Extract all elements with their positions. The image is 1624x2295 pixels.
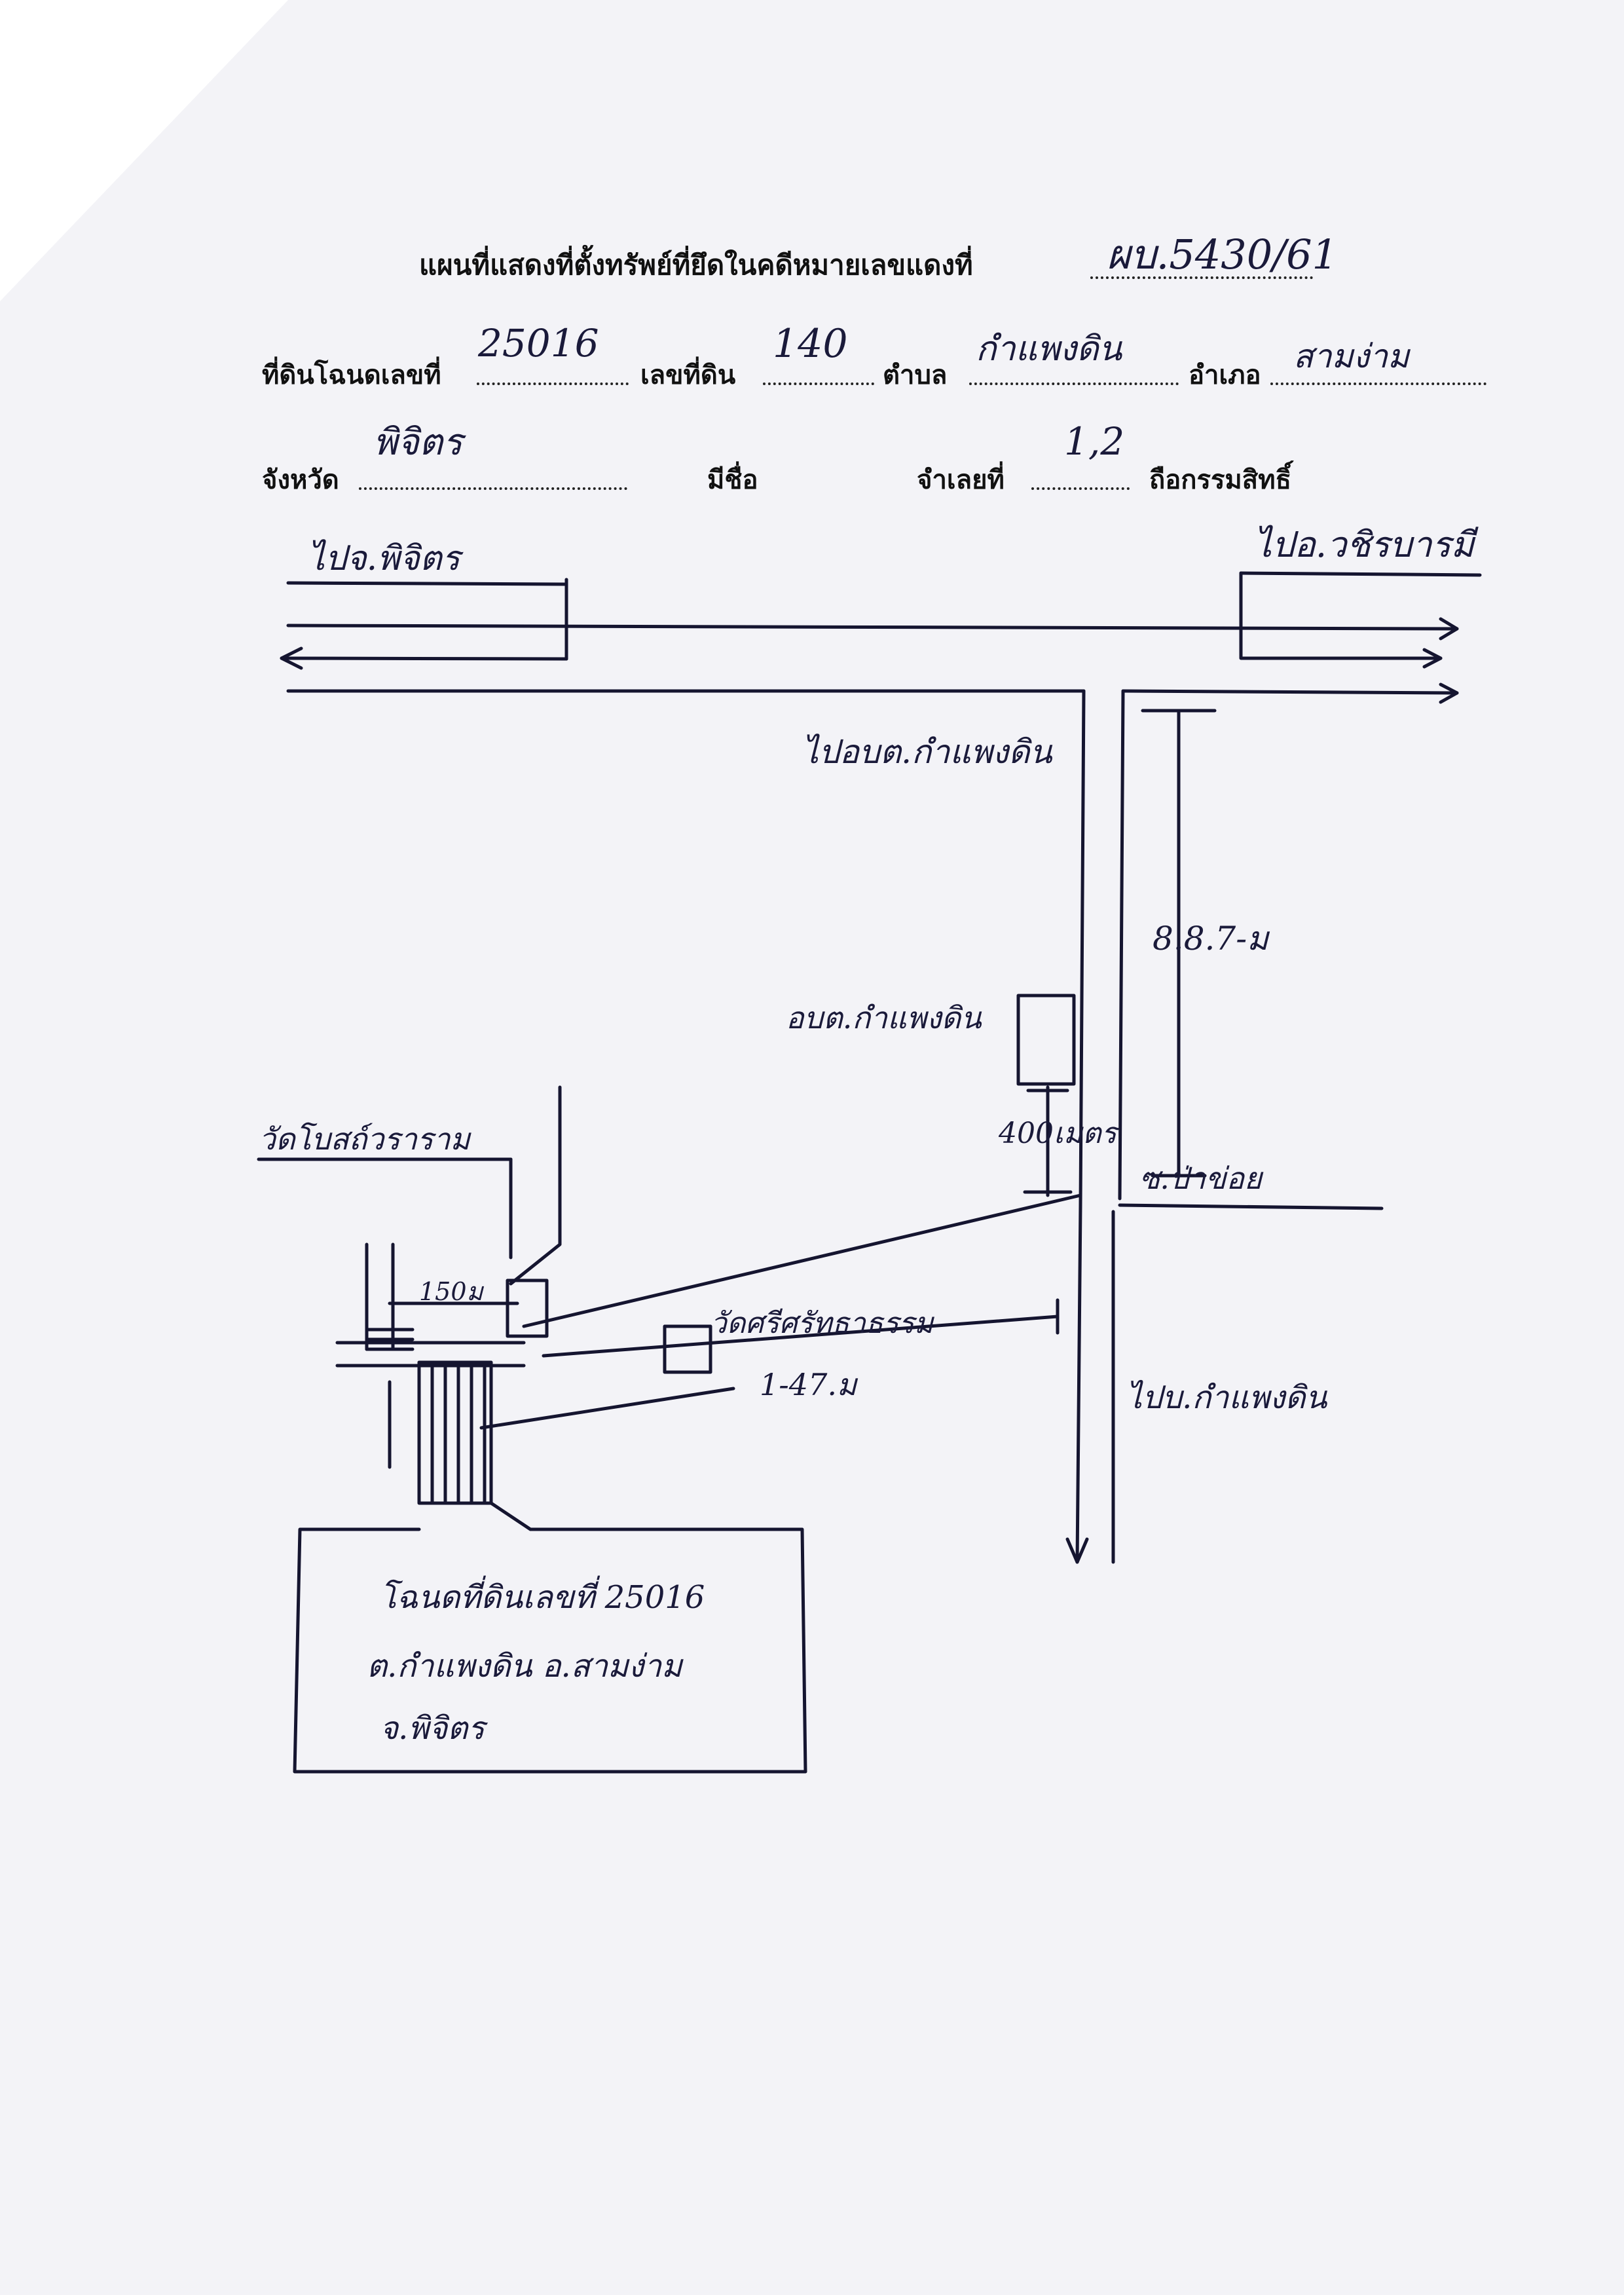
diagonal-road-upper xyxy=(522,1193,1082,1328)
owner-label: มีชื่อ xyxy=(707,465,758,495)
highway-line-5 xyxy=(1121,689,1459,695)
ownership-label: ถือกรรมสิทธิ์ xyxy=(1149,465,1291,495)
amphoe-value: สามง่าม xyxy=(1293,337,1410,375)
wat-sri-building xyxy=(663,1324,712,1374)
diagonal-road-lower xyxy=(542,1315,1060,1358)
arrow-left xyxy=(280,646,303,670)
label-property-line3: จ.พิจิตร xyxy=(380,1710,488,1747)
label-to-village: ไปบ.กำแพงดิน xyxy=(1126,1379,1328,1416)
wat-bot-building xyxy=(506,1278,549,1338)
tambon-value: กำแพงดิน xyxy=(976,329,1122,369)
highway-right-vert xyxy=(1239,571,1443,660)
arrow-right-2 xyxy=(1422,648,1443,669)
stair-lines xyxy=(365,1328,415,1351)
soi-line xyxy=(1118,1203,1384,1210)
label-soi-pa-khoi: ซ.ป่าข่อย xyxy=(1139,1161,1264,1196)
defendant-label: จำเลยที่ xyxy=(917,465,1005,495)
deed-label: ที่ดินโฉนดเลขที่ xyxy=(262,360,441,390)
property-box xyxy=(293,1501,807,1774)
label-lane-147: 1-47.ม xyxy=(760,1367,858,1402)
tambon-dots xyxy=(969,382,1179,385)
province-label: จังหวัด xyxy=(262,465,339,495)
highway-right-stub xyxy=(1239,571,1482,577)
amphoe-dots xyxy=(1270,382,1486,385)
hatched-block xyxy=(417,1360,493,1505)
label-property-line1: โฉนดที่ดินเลขที่ 25016 xyxy=(380,1575,705,1616)
deed-dots xyxy=(477,382,629,385)
vertical-road-right xyxy=(1118,689,1125,1201)
land-no-value: 140 xyxy=(773,321,848,367)
highway-line-2 xyxy=(286,624,1459,631)
wat-bot-line-2 xyxy=(509,1085,562,1286)
label-wat-sri: วัดศรีศรัทธาธรรม xyxy=(710,1307,934,1340)
folded-corner xyxy=(0,0,288,301)
land-no-dots xyxy=(763,382,874,385)
lower-road xyxy=(479,1387,735,1430)
province-dots xyxy=(359,487,627,490)
case-number-value: ผบ.5430/61 xyxy=(1107,231,1338,278)
hatch-lines xyxy=(430,1360,487,1505)
highway-line-1 xyxy=(286,578,568,586)
label-property-line2: ต.กำแพงดิน อ.สามง่าม xyxy=(367,1648,684,1685)
arrow-right-1 xyxy=(1439,617,1459,641)
document-title: แผนที่แสดงที่ตั้งทรัพย์ที่ยึดในคดีหมายเล… xyxy=(419,249,973,281)
vertical-arrow xyxy=(1065,1537,1089,1564)
deed-value: 25016 xyxy=(478,321,599,365)
label-road-number: 8.8.7-ม xyxy=(1153,920,1270,958)
highway-line-3 xyxy=(280,656,568,661)
label-obt: อบต.กำแพงดิน xyxy=(786,1000,982,1036)
amphoe-label: อำเภอ xyxy=(1189,360,1261,390)
case-number-dots xyxy=(1090,276,1313,279)
defendant-value: 1,2 xyxy=(1064,419,1125,464)
dimension-line xyxy=(1141,709,1217,1178)
label-to-phichit: ไปจ.พิจิตร xyxy=(308,539,464,578)
vertical-road-left xyxy=(1075,689,1086,1564)
label-distance-400: 400เมตร xyxy=(998,1117,1120,1150)
label-wat-bot: วัดโบสถ์วราราม xyxy=(259,1121,471,1157)
obt-building xyxy=(1016,994,1076,1086)
label-to-wachirabaramee: ไปอ.วชิรบารมี xyxy=(1254,524,1479,565)
arrow-right-3 xyxy=(1439,682,1459,704)
label-dist-150: 150ม xyxy=(419,1277,485,1306)
land-no-label: เลขที่ดิน xyxy=(640,360,736,390)
obt-connector xyxy=(1023,1085,1073,1197)
label-to-obt: ไปอบต.กำแพงดิน xyxy=(802,733,1053,771)
tambon-label: ตำบล xyxy=(883,360,948,390)
defendant-dots xyxy=(1031,487,1130,490)
province-value: พิจิตร xyxy=(373,421,463,464)
